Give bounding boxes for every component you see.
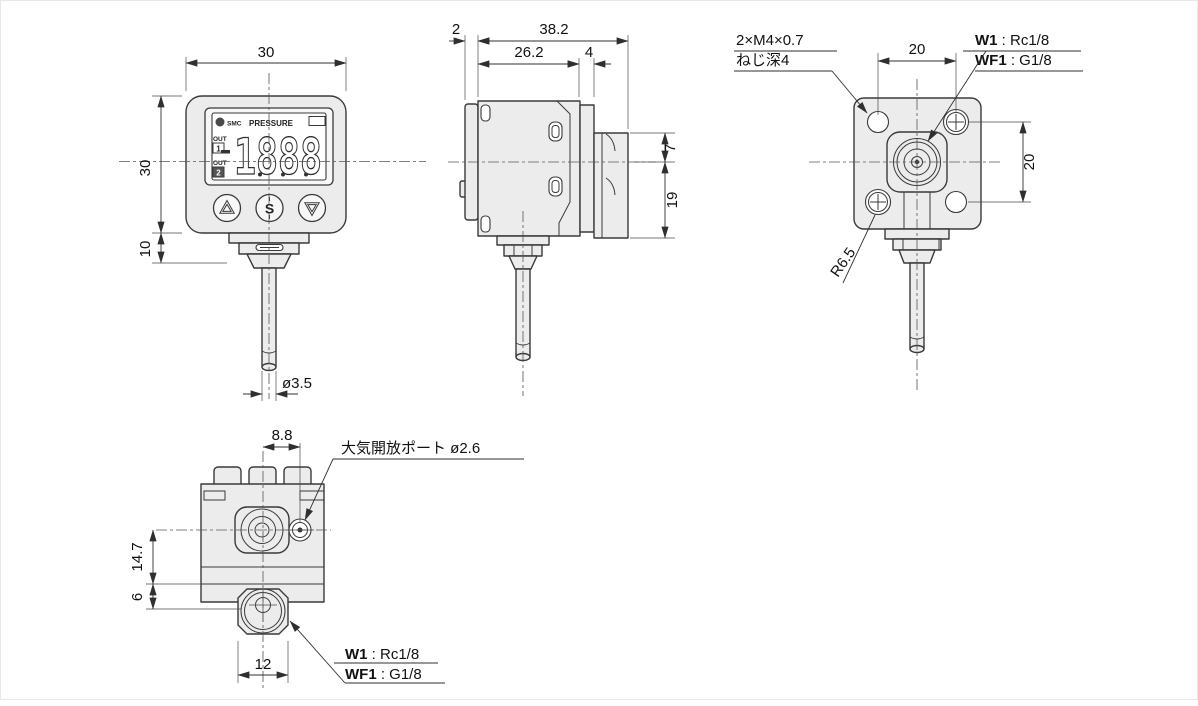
side-panel-bevel: [556, 100, 571, 236]
lcd-out2-label: OUT: [213, 160, 227, 167]
side-latch-slot-inner: [551, 180, 560, 193]
dim-port-depth: 14.7: [129, 542, 146, 571]
smc-logo-icon: [215, 117, 225, 127]
port-note-wf1: WF1 : G1/8: [975, 52, 1052, 69]
set-button-label: S: [265, 201, 274, 217]
down-arrow-icon: [303, 202, 321, 217]
lcd-out1-label: OUT: [213, 136, 227, 143]
dim-front-connector: 10: [137, 241, 154, 258]
lcd-decimal-point: [258, 172, 262, 177]
up-arrow-icon: [221, 203, 233, 212]
dim-vent-offset: 8.8: [272, 427, 293, 444]
dim-side-lower: 19: [664, 192, 681, 209]
wf1-value: : G1/8: [377, 666, 422, 683]
side-port-block-arc: [605, 177, 616, 196]
dim-side-plate: 4: [585, 44, 593, 61]
lcd-digits: 1888: [234, 128, 322, 186]
wf1-value: : G1/8: [1007, 52, 1052, 69]
dim-side-front: 2: [452, 21, 460, 38]
bottom-port-orifice: [254, 522, 270, 538]
lcd-decimal-point: [281, 172, 285, 177]
lcd-out1-num: 1: [216, 145, 221, 154]
thread-note-line2: ねじ深4: [736, 52, 789, 69]
side-slot: [480, 104, 491, 122]
side-view: 2 38.2 26.2 4 7 19: [448, 21, 681, 396]
front-view: SMC PRESSURE OUT 1 OUT 2 1888 S: [119, 44, 426, 401]
dim-hex-offset: 6: [129, 593, 146, 601]
down-arrow-icon: [306, 204, 318, 213]
side-latch-slot: [548, 176, 563, 197]
lcd-out2-box: [212, 166, 225, 178]
side-port-block-arc: [605, 133, 616, 152]
dim-hex-width: 12: [255, 656, 272, 673]
port-note-w1: W1 : Rc1/8: [345, 646, 419, 663]
lcd-title: PRESSURE: [249, 119, 294, 128]
side-body: [477, 100, 581, 237]
w1-label: W1: [345, 646, 368, 663]
vent-note-leader: [304, 458, 334, 521]
side-adapter-plate: [579, 104, 595, 233]
thread-note-line1: 2×M4×0.7: [736, 32, 804, 49]
dim-side-body: 26.2: [514, 44, 543, 61]
port-note-leader: [927, 50, 987, 142]
radius-leader: [842, 214, 876, 284]
bottom-view: 8.8 14.7 6 12 大気開放ポート ø2.6 W1 : Rc1/8 WF…: [129, 427, 524, 689]
rear-view: 20 20 2×M4×0.7 ねじ深4 W1 : Rc1/8 WF1 : G1/…: [734, 32, 1083, 393]
thread-note-leader: [831, 70, 868, 114]
mounting-hole: [944, 190, 968, 214]
set-button: [255, 193, 284, 223]
lcd-out2-num: 2: [216, 169, 221, 178]
lcd-minus-sign: [221, 150, 230, 154]
side-latch-slot: [548, 121, 563, 142]
w1-value: : Rc1/8: [368, 646, 420, 663]
dim-pitch-horizontal: 20: [909, 41, 926, 58]
w1-label: W1: [975, 32, 998, 49]
port-note-wf1: WF1 : G1/8: [345, 666, 422, 683]
wf1-label: WF1: [345, 666, 377, 683]
port-note-w1: W1 : Rc1/8: [975, 32, 1049, 49]
vent-note: 大気開放ポート ø2.6: [341, 440, 480, 457]
screw: [864, 188, 892, 216]
lcd-decimal-point: [304, 172, 308, 177]
dim-side-upper: 7: [662, 144, 679, 152]
screw: [942, 108, 970, 136]
lcd-out1-box: [212, 142, 225, 154]
connector-taper: [508, 255, 538, 270]
dim-pitch-vertical: 20: [1021, 154, 1038, 171]
dim-corner-radius: R6.5: [827, 245, 859, 281]
up-button: [212, 193, 242, 223]
w1-value: : Rc1/8: [998, 32, 1050, 49]
connector-taper: [898, 249, 936, 264]
side-slot: [480, 215, 491, 233]
up-arrow-icon: [218, 199, 236, 214]
down-button: [297, 193, 327, 223]
dim-side-total: 38.2: [539, 21, 568, 38]
lcd-brand: SMC: [227, 121, 242, 128]
port-note-leader: [289, 620, 346, 684]
bottom-port-ring: [248, 516, 276, 544]
dim-cable-diameter: ø3.5: [282, 375, 312, 392]
dim-front-height: 30: [137, 160, 154, 177]
dim-front-width: 30: [258, 44, 275, 61]
side-port-block: [593, 132, 629, 239]
bottom-recess: [203, 490, 226, 501]
side-latch-slot-inner: [551, 125, 560, 138]
lcd-bar-icon: [308, 116, 326, 126]
